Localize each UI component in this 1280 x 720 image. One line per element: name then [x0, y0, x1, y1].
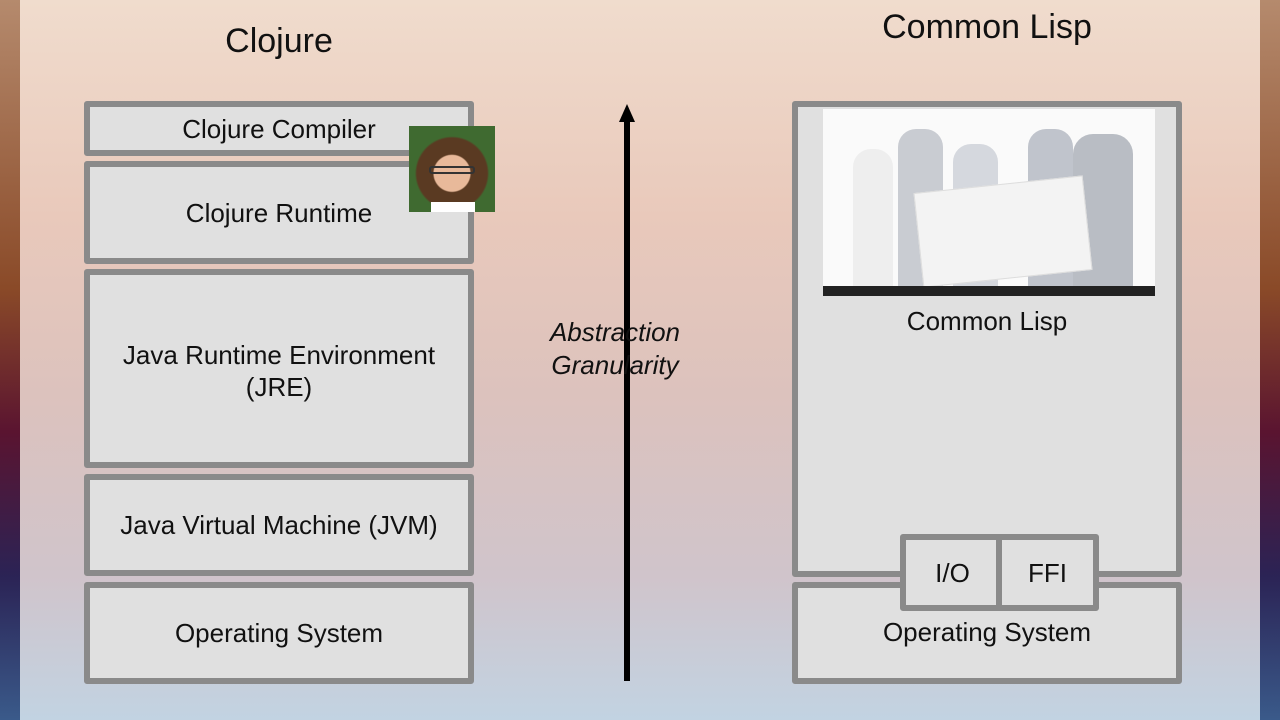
jre-layer: Java Runtime Environment (JRE) [84, 269, 474, 468]
engineers-team-image [823, 109, 1155, 296]
left-edge-decoration [0, 0, 20, 720]
io-box: I/O [900, 534, 1005, 611]
axis-label-line2: Granularity [551, 350, 679, 380]
axis-label-line1: Abstraction [549, 317, 681, 347]
clojure-title: Clojure [225, 22, 333, 60]
layer-label: Clojure Compiler [182, 113, 376, 144]
layer-label: Operating System [882, 617, 1092, 647]
layer-label: Clojure Runtime [185, 197, 373, 228]
common-lisp-label: Common Lisp [906, 306, 1068, 336]
io-label: I/O [935, 557, 970, 588]
layer-label: Operating System [174, 618, 384, 648]
jvm-layer: Java Virtual Machine (JVM) [84, 474, 474, 576]
os-layer-clojure: Operating System [84, 582, 474, 684]
ffi-label: FFI [1028, 557, 1067, 588]
person-portrait-image [409, 126, 495, 212]
layer-label: Java Virtual Machine (JVM) [120, 510, 438, 540]
clojure-runtime-layer: Clojure Runtime [84, 161, 474, 264]
right-edge-decoration [1260, 0, 1280, 720]
ffi-box: FFI [996, 534, 1099, 611]
abstraction-arrow [624, 118, 630, 681]
common-lisp-title: Common Lisp [882, 8, 1092, 46]
axis-label: Abstraction Granularity [515, 316, 715, 382]
layer-label: Java Runtime Environment (JRE) [122, 340, 436, 402]
arrow-head-icon [619, 104, 635, 122]
